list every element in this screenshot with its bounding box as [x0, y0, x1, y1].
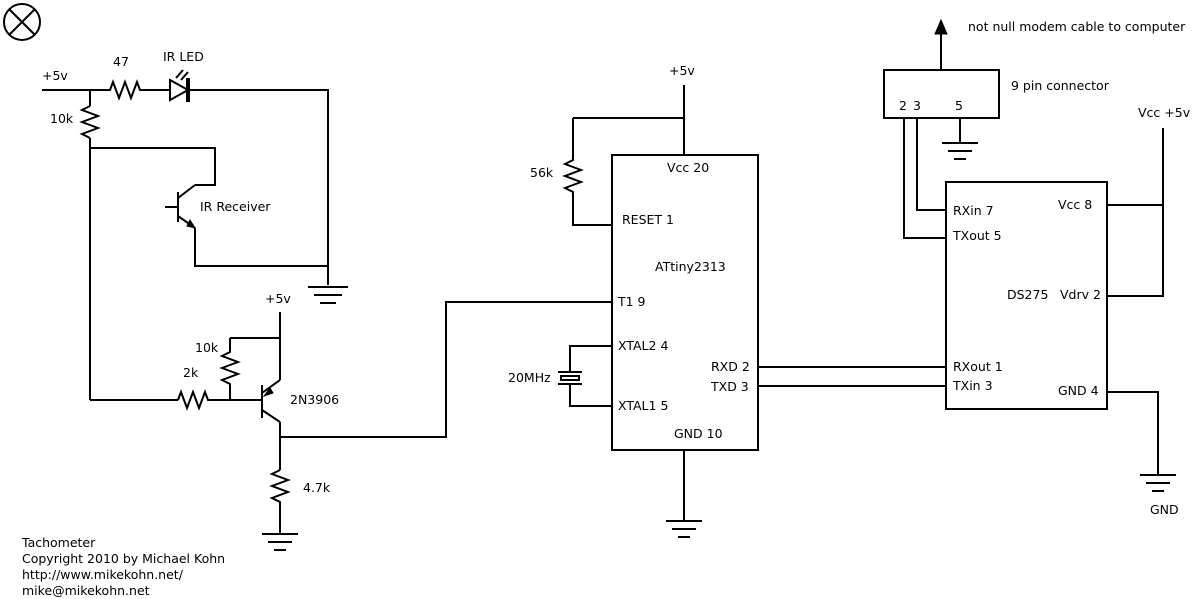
ds275-txin-pin: TXin 3: [952, 378, 993, 393]
ir-receiver-transistor-icon: [165, 184, 197, 229]
connector-title: 9 pin connector: [1011, 78, 1110, 93]
connector-pin2: 2: [899, 98, 907, 113]
ground-symbol-transistor: [262, 533, 298, 551]
r2k-label: 2k: [183, 365, 199, 380]
up-arrow-icon: [934, 18, 948, 70]
crystal-icon: [558, 371, 582, 385]
crossed-circle-icon: [3, 3, 41, 41]
mcu-reset-pin: RESET 1: [622, 212, 674, 227]
ds275-name: DS275: [1007, 287, 1048, 302]
resistor-56k: [562, 118, 612, 226]
ir-led-icon: [150, 69, 329, 285]
q-2n3906-label: 2N3906: [290, 392, 339, 407]
resistor-10k-base: [219, 338, 241, 400]
ir-led-label: IR LED: [163, 49, 204, 64]
vcc-rail-wire: [1107, 128, 1164, 297]
ds275-vcc-pin: Vcc 8: [1058, 197, 1092, 212]
resistor-47: [105, 79, 150, 101]
collector-output-wire: [279, 301, 612, 438]
ground-symbol-ir: [308, 286, 348, 304]
ds275-rxin-pin: RXin 7: [953, 203, 994, 218]
connector-pin3: 3: [913, 98, 921, 113]
connector-9pin-box: [883, 69, 1000, 119]
mcu-vcc-pin: Vcc 20: [667, 160, 709, 175]
ground-symbol-mcu: [666, 520, 702, 538]
ground-symbol-ds275: [1140, 474, 1176, 492]
transistor-2n3906-icon: [261, 379, 281, 423]
ds275-vdrv-pin: Vdrv 2: [1060, 287, 1101, 302]
r10k-top-label: 10k: [50, 111, 74, 126]
pin2-to-txout-wire: [903, 118, 946, 239]
pin3-to-rxin-wire: [916, 118, 946, 211]
mcu-rxd-pin: RXD 2: [711, 359, 750, 374]
r10k-base-label: 10k: [195, 340, 219, 355]
resistor-10k-top: [79, 105, 101, 139]
mcu-name: ATtiny2313: [655, 259, 726, 274]
mcu-xtal1-pin: XTAL1 5: [618, 398, 668, 413]
vcc-plus5v-label: Vcc +5v: [1138, 105, 1191, 120]
mcu-txd-pin: TXD 3: [710, 379, 749, 394]
xtal2-wire: [569, 345, 612, 372]
plus5v-left-label: +5v: [42, 68, 68, 83]
credit-url: http://www.mikekohn.net/: [22, 567, 184, 582]
plus5v-mcu-label: +5v: [669, 63, 695, 78]
ir-receiver-label: IR Receiver: [200, 199, 271, 214]
ds275-gnd-wire: [1107, 391, 1159, 474]
crystal-label: 20MHz: [508, 370, 551, 385]
mcu-xtal2-pin: XTAL2 4: [618, 338, 668, 353]
connector-pin5: 5: [955, 98, 963, 113]
xtal1-wire: [569, 384, 612, 407]
cable-note: not null modem cable to computer: [968, 19, 1186, 34]
r47-label: 47: [113, 54, 129, 69]
ds275-gnd-pin: GND 4: [1058, 383, 1099, 398]
ds275-rxout-pin: RXout 1: [953, 359, 1003, 374]
r56k-label: 56k: [530, 165, 554, 180]
ir-emitter-wire: [194, 228, 328, 267]
resistor-4-7k: [269, 469, 291, 533]
ds275-txout-pin: TXout 5: [952, 228, 1002, 243]
credit-email: mike@mikekohn.net: [22, 583, 150, 598]
credit-copyright: Copyright 2010 by Michael Kohn: [22, 551, 225, 566]
resistor-2k: [177, 389, 262, 411]
gnd-right-label: GND: [1150, 502, 1179, 517]
r4-7k-label: 4.7k: [303, 480, 331, 495]
ir-collector-wire: [90, 147, 216, 186]
credit-title: Tachometer: [21, 535, 96, 550]
mcu-gnd-pin: GND 10: [674, 426, 723, 441]
mcu-t1-pin: T1 9: [617, 294, 646, 309]
plus5v-transistor-label: +5v: [265, 291, 291, 306]
ground-symbol-connector: [942, 142, 978, 160]
